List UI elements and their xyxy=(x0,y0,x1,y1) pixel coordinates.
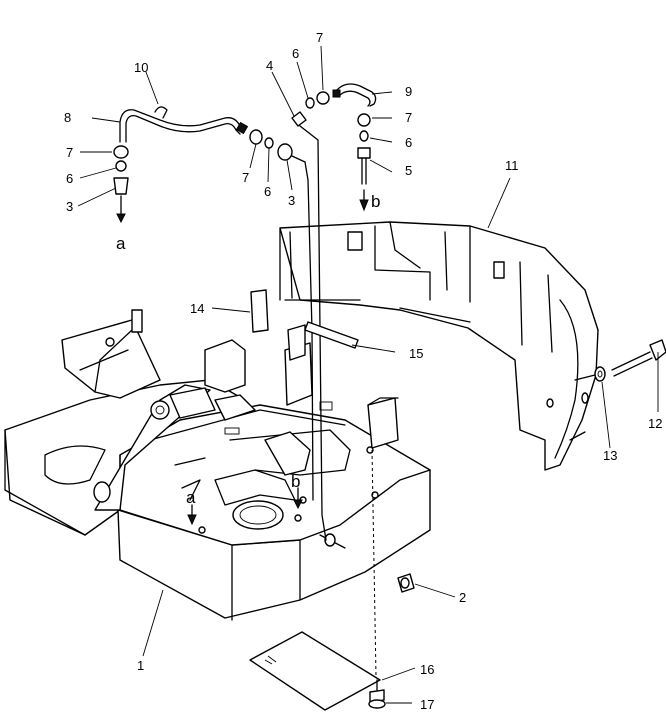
callout-1: 1 xyxy=(137,658,144,673)
callout-17: 17 xyxy=(420,697,434,712)
callout-11: 11 xyxy=(505,158,519,173)
counterweight-bolt xyxy=(594,339,666,382)
connection-a-base: a xyxy=(186,488,196,507)
callout-9: 9 xyxy=(405,84,412,99)
callout-labels: 1 2 3 3 4 5 6 6 6 6 7 7 7 7 8 9 10 11 12… xyxy=(64,30,662,712)
callout-8: 8 xyxy=(64,110,71,125)
hose-assembly xyxy=(119,83,377,143)
callout-10: 10 xyxy=(134,60,148,75)
callout-6-right: 6 xyxy=(405,135,412,150)
callout-7-right: 7 xyxy=(405,110,412,125)
plug xyxy=(397,573,415,593)
callout-5: 5 xyxy=(405,163,412,178)
leader-lines xyxy=(77,45,659,704)
callout-6-left: 6 xyxy=(66,171,73,186)
connection-a-top: a xyxy=(116,234,126,253)
callout-3-middle: 3 xyxy=(288,193,295,208)
callout-12: 12 xyxy=(648,416,662,431)
connection-b-top: b xyxy=(371,192,380,211)
callout-6-top: 6 xyxy=(292,46,299,61)
callout-4: 4 xyxy=(266,58,273,73)
callout-13: 13 xyxy=(603,448,617,463)
counterweight xyxy=(279,221,599,471)
callout-14: 14 xyxy=(190,301,204,316)
connection-b-base: b xyxy=(291,472,300,491)
callout-7-top: 7 xyxy=(316,30,323,45)
callout-16: 16 xyxy=(420,662,434,677)
callout-15: 15 xyxy=(409,346,423,361)
bottom-cover xyxy=(249,449,386,711)
callout-7-middle: 7 xyxy=(242,170,249,185)
callout-6-middle: 6 xyxy=(264,184,271,199)
callout-3-left: 3 xyxy=(66,199,73,214)
callout-2: 2 xyxy=(459,590,466,605)
revolving-frame xyxy=(4,309,431,621)
callout-7-left: 7 xyxy=(66,145,73,160)
small-plates xyxy=(250,289,359,349)
